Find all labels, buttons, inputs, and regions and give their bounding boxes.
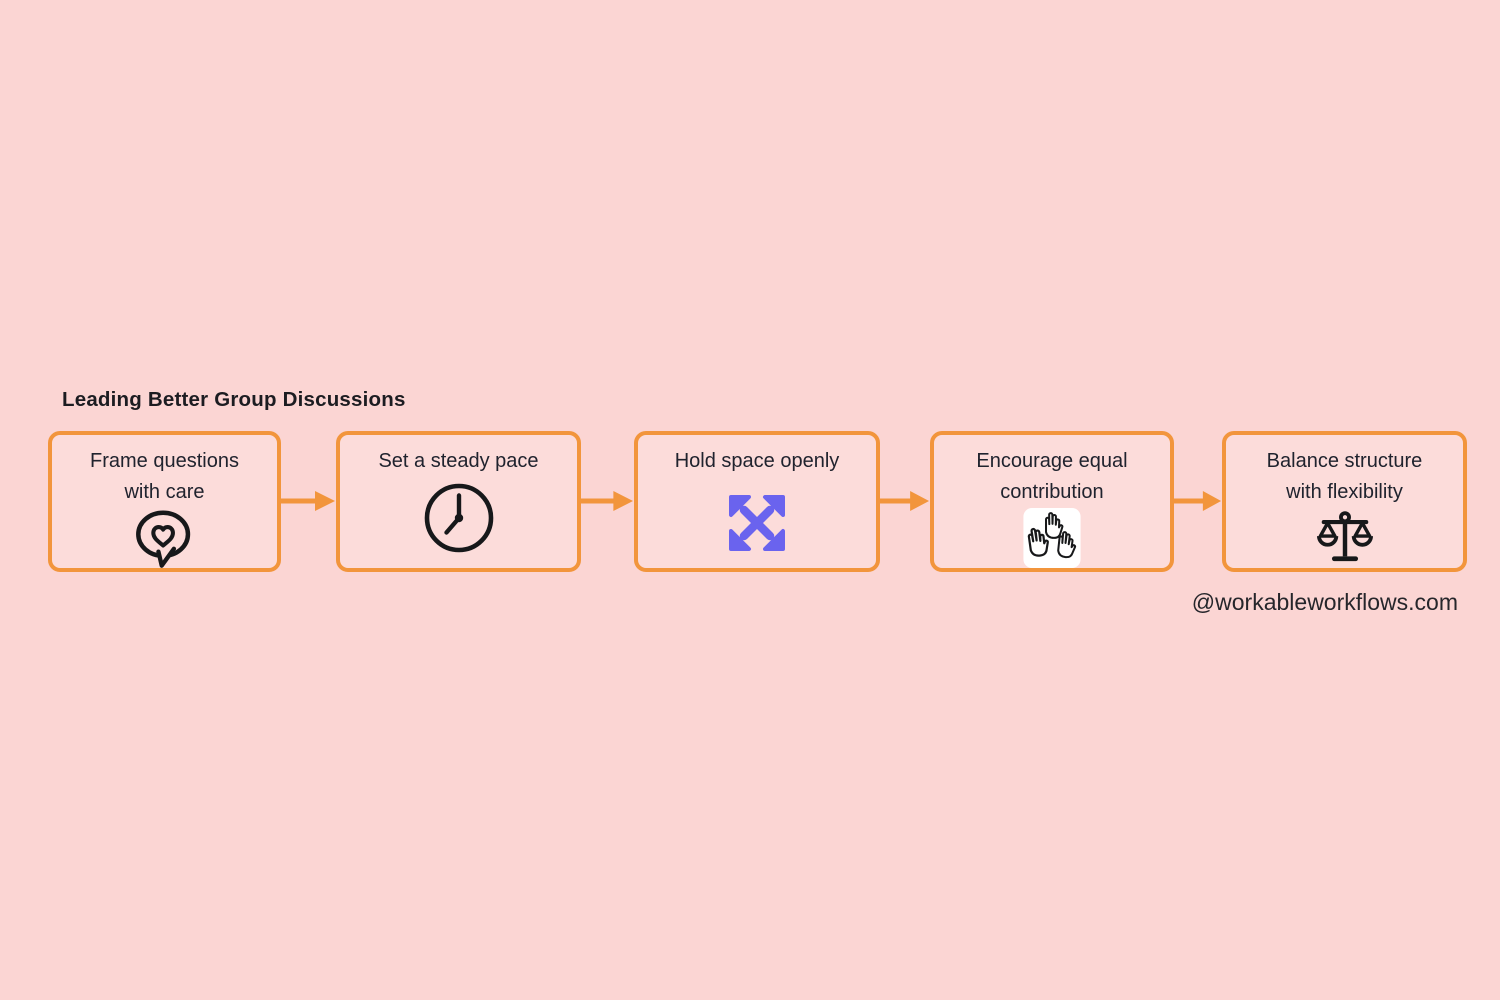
step-box-equal-contribution: Encourage equal contribution	[930, 431, 1174, 572]
page-title: Leading Better Group Discussions	[62, 388, 406, 411]
footer-handle: @workableworkflows.com	[1191, 589, 1458, 615]
flow-arrow-icon	[281, 491, 335, 511]
step-box-frame-questions: Frame questions with care	[48, 431, 281, 572]
speech-heart-icon	[135, 510, 190, 568]
flow-arrow-icon	[877, 491, 930, 511]
step-label: Balance structure with flexibility	[1266, 450, 1423, 503]
step-box-steady-pace: Set a steady pace	[336, 431, 581, 572]
clock-icon	[424, 483, 493, 553]
raised-hands-icon	[1023, 508, 1081, 568]
step-label: Encourage equal contribution	[976, 450, 1128, 503]
step-label: Frame questions with care	[90, 450, 239, 503]
expand-arrows-icon	[729, 495, 785, 551]
step-box-hold-space: Hold space openly	[634, 431, 880, 572]
step-box-balance-structure: Balance structure with flexibility	[1222, 431, 1467, 572]
flow-arrow-icon	[579, 491, 634, 511]
step-label: Set a steady pace	[378, 450, 539, 472]
balance-scale-icon	[1316, 511, 1373, 562]
step-label: Hold space openly	[674, 450, 840, 472]
flow-arrow-icon	[1171, 491, 1222, 511]
